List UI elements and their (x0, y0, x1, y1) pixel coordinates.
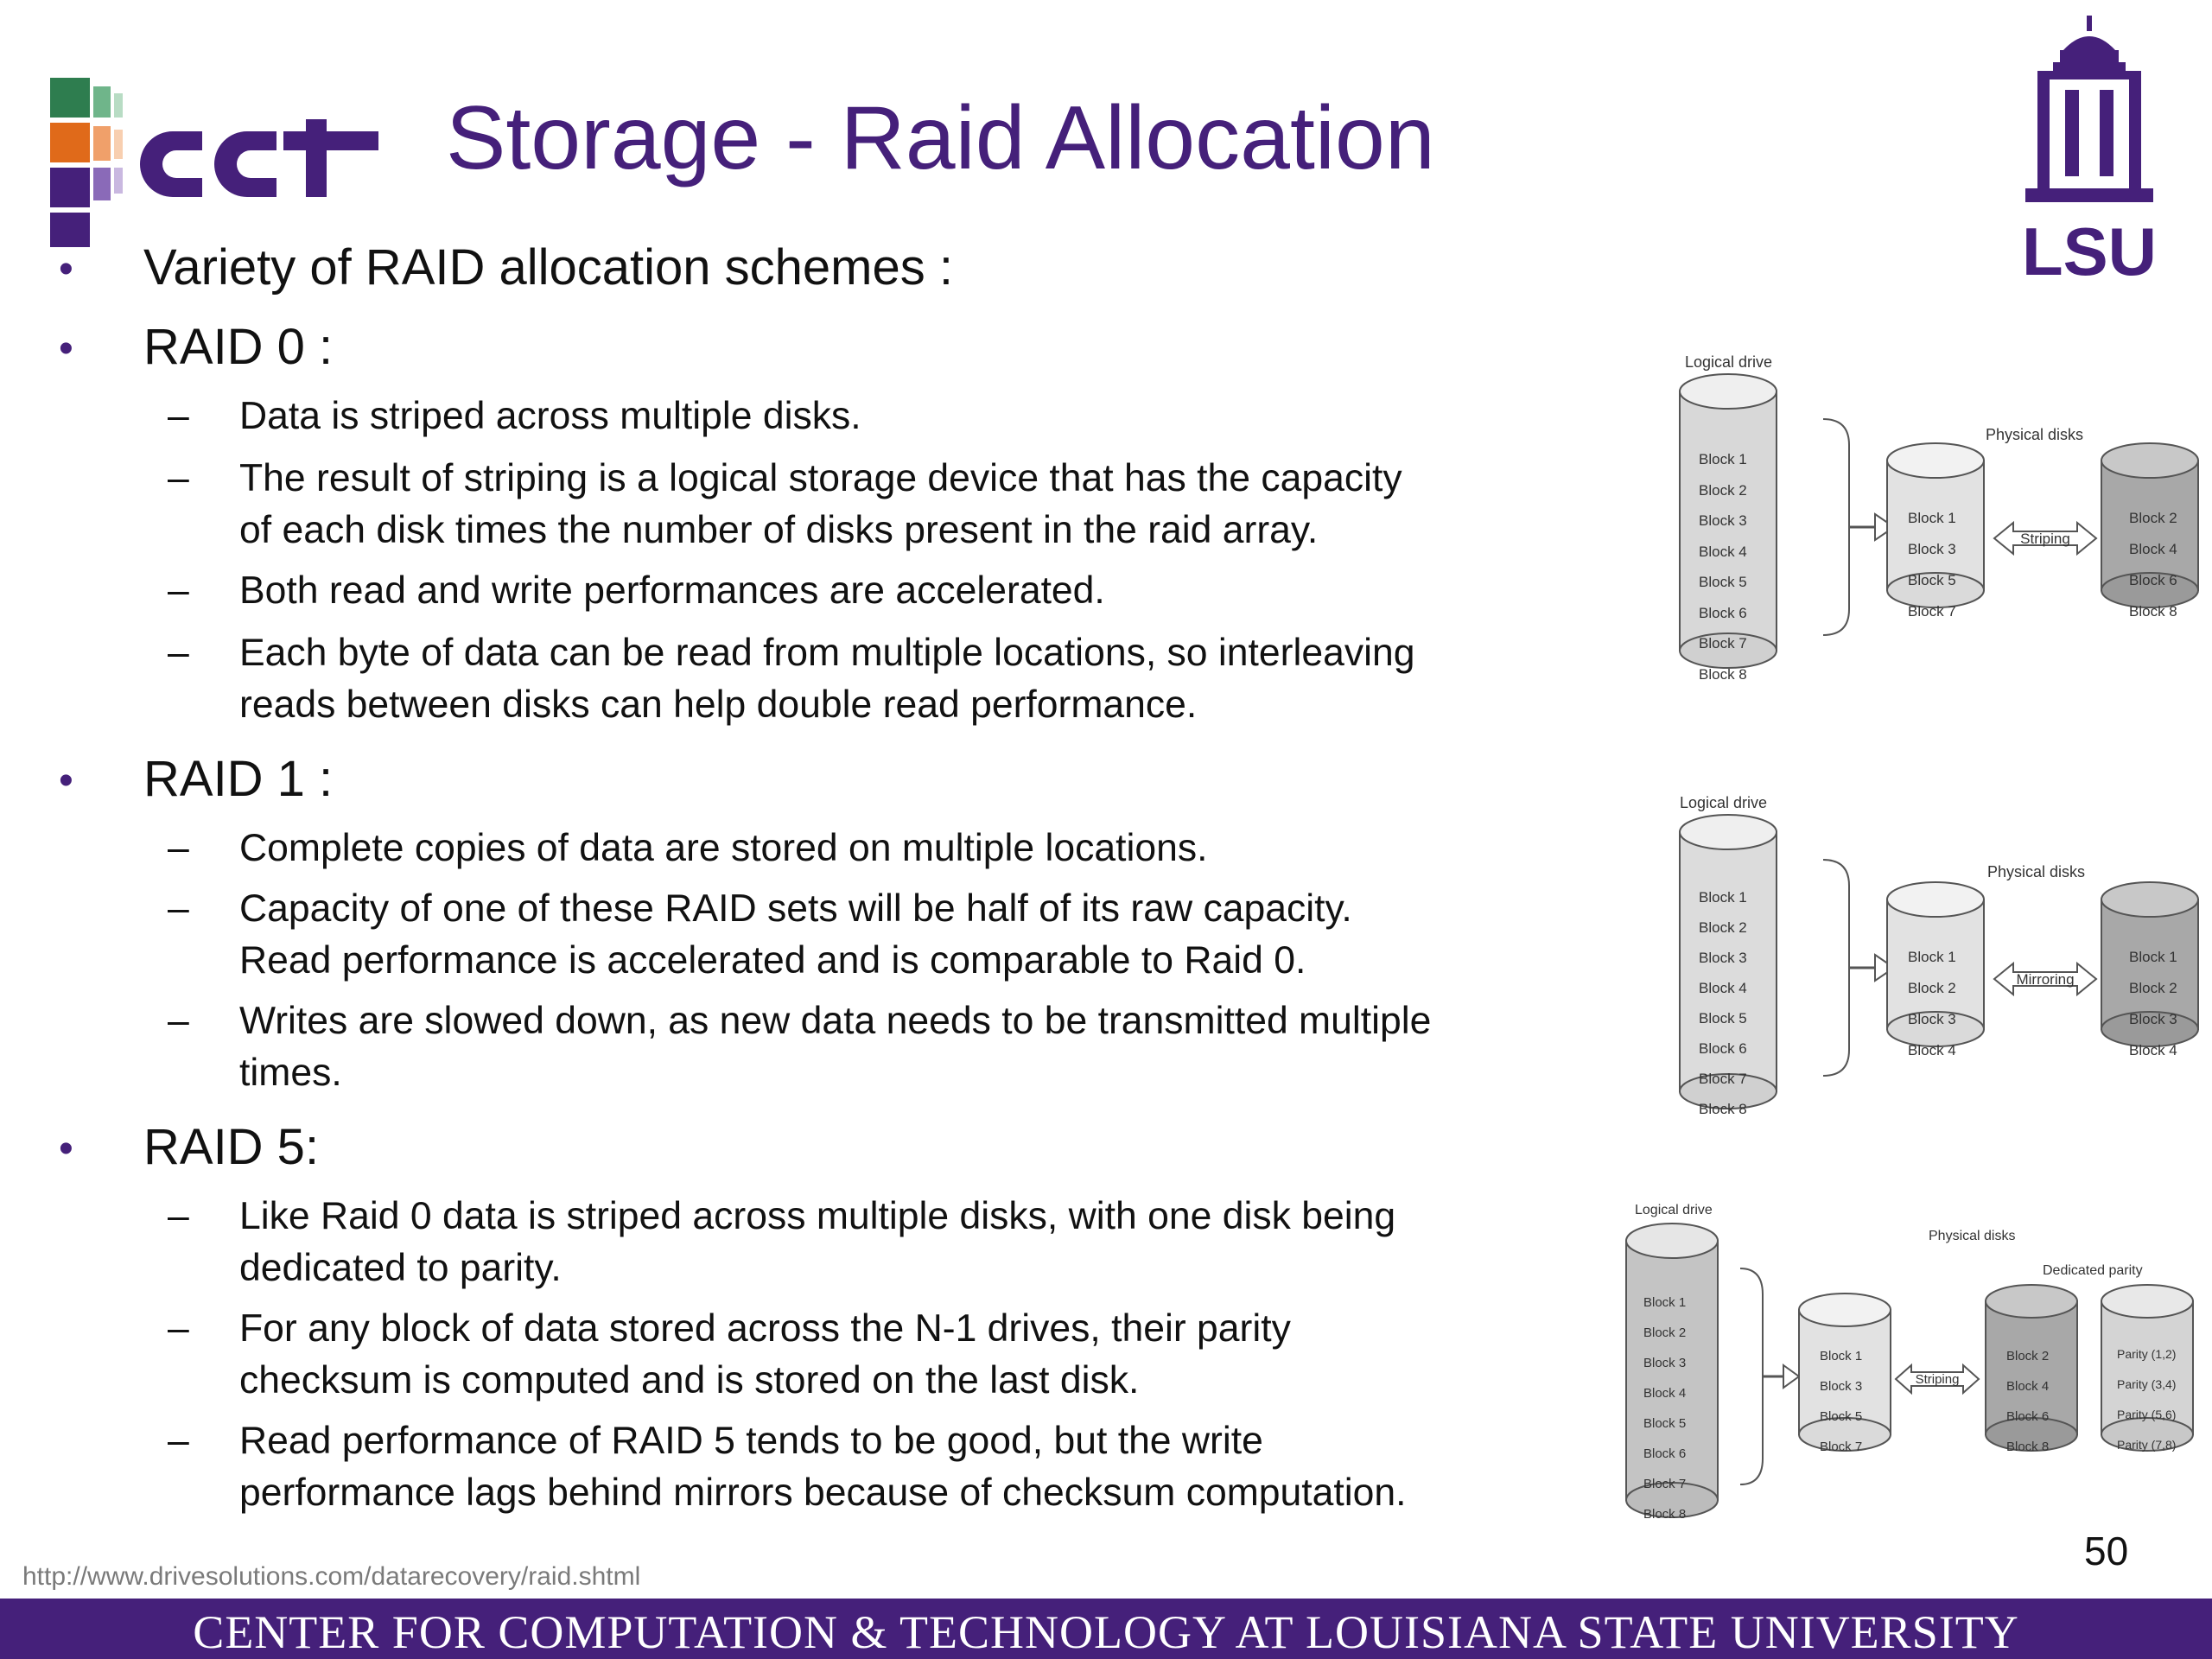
logical-blocks: Block 1 Block 2 Block 3 Block 4 Block 5 … (1699, 451, 1747, 683)
svg-text:Block 3: Block 3 (1699, 512, 1747, 529)
svg-text:Block 4: Block 4 (1699, 543, 1747, 560)
svg-text:Block 4: Block 4 (1643, 1386, 1686, 1401)
svg-text:Block 2: Block 2 (2129, 980, 2177, 996)
page-title: Storage - Raid Allocation (446, 88, 1435, 188)
svg-text:Block 3: Block 3 (2129, 1011, 2177, 1027)
svg-text:Parity (1,2): Parity (1,2) (2117, 1347, 2176, 1361)
svg-text:Block 3: Block 3 (1643, 1356, 1686, 1370)
svg-text:Block 6: Block 6 (2006, 1409, 2049, 1424)
cct-logo (50, 78, 378, 247)
svg-text:Block 5: Block 5 (1699, 1010, 1747, 1027)
svg-text:Block 6: Block 6 (1699, 1040, 1747, 1057)
svg-text:Block 3: Block 3 (1699, 950, 1747, 966)
logical-blocks: Block 1 Block 2 Block 3 Block 4 Block 5 … (1699, 889, 1747, 1117)
dedicated-parity-label: Dedicated parity (2043, 1263, 2143, 1278)
svg-text:Block 5: Block 5 (1643, 1416, 1686, 1431)
logical-drive-label: Logical drive (1635, 1203, 1713, 1217)
svg-text:Block 4: Block 4 (2129, 541, 2177, 557)
bullet-dot: • (59, 246, 73, 292)
svg-text:Block 1: Block 1 (1643, 1295, 1686, 1310)
lsu-logo: LSU (2022, 16, 2157, 279)
footer-text: CENTER FOR COMPUTATION & TECHNOLOGY AT L… (193, 1606, 2019, 1658)
svg-text:Parity (3,4): Parity (3,4) (2117, 1377, 2176, 1391)
svg-text:Block 7: Block 7 (1820, 1440, 1862, 1454)
source-url[interactable]: http://www.drivesolutions.com/datarecove… (22, 1562, 641, 1591)
svg-text:Mirroring: Mirroring (2016, 971, 2074, 988)
svg-text:Block 2: Block 2 (1908, 980, 1956, 996)
svg-text:Block 5: Block 5 (1820, 1409, 1862, 1424)
physical-disks-label: Physical disks (1929, 1229, 2016, 1243)
svg-text:Block 2: Block 2 (1699, 919, 1747, 936)
svg-text:Block 2: Block 2 (1699, 482, 1747, 499)
footer-bar (0, 1599, 2212, 1659)
svg-text:Block 2: Block 2 (1643, 1325, 1686, 1340)
disk-a-blocks: Block 1 Block 3 Block 5 Block 7 (1908, 510, 1956, 620)
disk-a-blocks: Block 1 Block 2 Block 3 Block 4 (1908, 949, 1956, 1058)
svg-text:Block 6: Block 6 (1699, 605, 1747, 621)
svg-text:Block 1: Block 1 (1908, 510, 1956, 526)
svg-text:Block 8: Block 8 (2129, 603, 2177, 620)
svg-text:Block 1: Block 1 (1820, 1349, 1862, 1363)
svg-text:Block 6: Block 6 (1643, 1446, 1686, 1461)
svg-text:Striping: Striping (1916, 1372, 1960, 1387)
bullet-dot: • (59, 1126, 73, 1172)
disk-b-blocks: Block 2 Block 4 Block 6 Block 8 (2006, 1349, 2049, 1454)
svg-text:Block 1: Block 1 (1908, 949, 1956, 965)
raid1-diagram-art: Mirroring Block 1 Block 2 Block 3 Block … (1679, 814, 2199, 1117)
svg-text:Block 4: Block 4 (1699, 980, 1747, 996)
logical-drive-label: Logical drive (1680, 794, 1768, 811)
svg-text:Block 1: Block 1 (2129, 949, 2177, 965)
svg-text:Block 5: Block 5 (1699, 574, 1747, 590)
raid5-diagram: Logical drive Physical disks Dedicated p… (1618, 1199, 2205, 1528)
svg-text:Block 3: Block 3 (1908, 1011, 1956, 1027)
svg-text:Block 1: Block 1 (1699, 451, 1747, 467)
physical-disks-label: Physical disks (1987, 863, 2086, 880)
raid0-diagram-art: Striping Block 1 Block 2 Block 3 Block 4… (1679, 373, 2199, 683)
svg-text:Block 7: Block 7 (1908, 603, 1956, 620)
svg-text:Parity (5,6): Parity (5,6) (2117, 1408, 2176, 1421)
parity-disk-blocks: Parity (1,2) Parity (3,4) Parity (5,6) P… (2117, 1347, 2176, 1452)
disk-b-blocks: Block 2 Block 4 Block 6 Block 8 (2129, 510, 2177, 620)
svg-text:Block 4: Block 4 (2006, 1379, 2049, 1394)
raid0-diagram: Logical drive Physical disks Striping Bl… (1668, 350, 2203, 696)
svg-text:Block 4: Block 4 (2129, 1042, 2177, 1058)
svg-text:Block 1: Block 1 (1699, 889, 1747, 906)
svg-text:Block 7: Block 7 (1699, 635, 1747, 652)
svg-text:Block 3: Block 3 (1820, 1379, 1862, 1394)
raid5-diagram-art: Striping Block 1 Block 2 Block 3 Block 4… (1625, 1223, 2194, 1522)
bullet-dot: • (59, 758, 73, 804)
svg-text:Block 8: Block 8 (1699, 1101, 1747, 1117)
physical-disks-label: Physical disks (1986, 426, 2084, 443)
disk-b-blocks: Block 1 Block 2 Block 3 Block 4 (2129, 949, 2177, 1058)
svg-text:Block 3: Block 3 (1908, 541, 1956, 557)
svg-text:Block 8: Block 8 (1643, 1507, 1686, 1522)
svg-text:Block 6: Block 6 (2129, 572, 2177, 588)
svg-text:Block 8: Block 8 (1699, 666, 1747, 683)
logical-drive-label: Logical drive (1685, 353, 1773, 371)
svg-text:Block 5: Block 5 (1908, 572, 1956, 588)
svg-text:Striping: Striping (2020, 531, 2070, 547)
bullet-dot: • (59, 326, 73, 372)
svg-text:Block 8: Block 8 (2006, 1440, 2049, 1454)
raid1-diagram: Logical drive Physical disks Mirroring B… (1668, 791, 2203, 1136)
svg-text:LSU: LSU (2022, 213, 2157, 279)
svg-text:Block 4: Block 4 (1908, 1042, 1956, 1058)
svg-text:Block 2: Block 2 (2006, 1349, 2049, 1363)
page-number: 50 (2084, 1529, 2129, 1573)
logical-blocks: Block 1 Block 2 Block 3 Block 4 Block 5 … (1643, 1295, 1686, 1522)
svg-text:Block 7: Block 7 (1643, 1477, 1686, 1491)
svg-text:Parity (7,8): Parity (7,8) (2117, 1438, 2176, 1452)
svg-text:Block 2: Block 2 (2129, 510, 2177, 526)
disk-a-blocks: Block 1 Block 3 Block 5 Block 7 (1820, 1349, 1862, 1454)
svg-text:Block 7: Block 7 (1699, 1071, 1747, 1087)
